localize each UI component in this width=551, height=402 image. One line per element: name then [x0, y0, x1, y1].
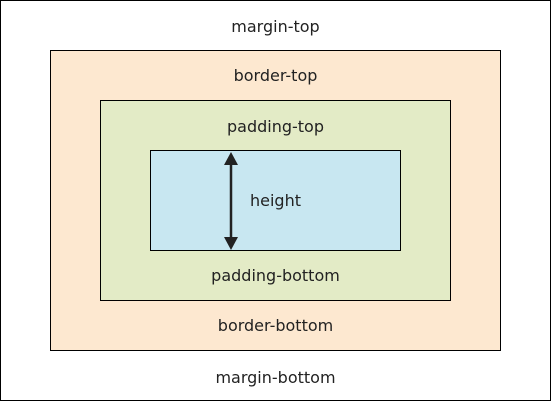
margin-bottom-label: margin-bottom — [215, 368, 336, 387]
border-top-label: border-top — [233, 66, 318, 85]
margin-top-label: margin-top — [231, 17, 320, 36]
padding-top-label: padding-top — [226, 117, 324, 136]
border-bottom-label: border-bottom — [217, 316, 334, 335]
height-label: height — [250, 191, 301, 210]
content-box — [150, 150, 401, 251]
padding-bottom-label: padding-bottom — [211, 266, 340, 285]
